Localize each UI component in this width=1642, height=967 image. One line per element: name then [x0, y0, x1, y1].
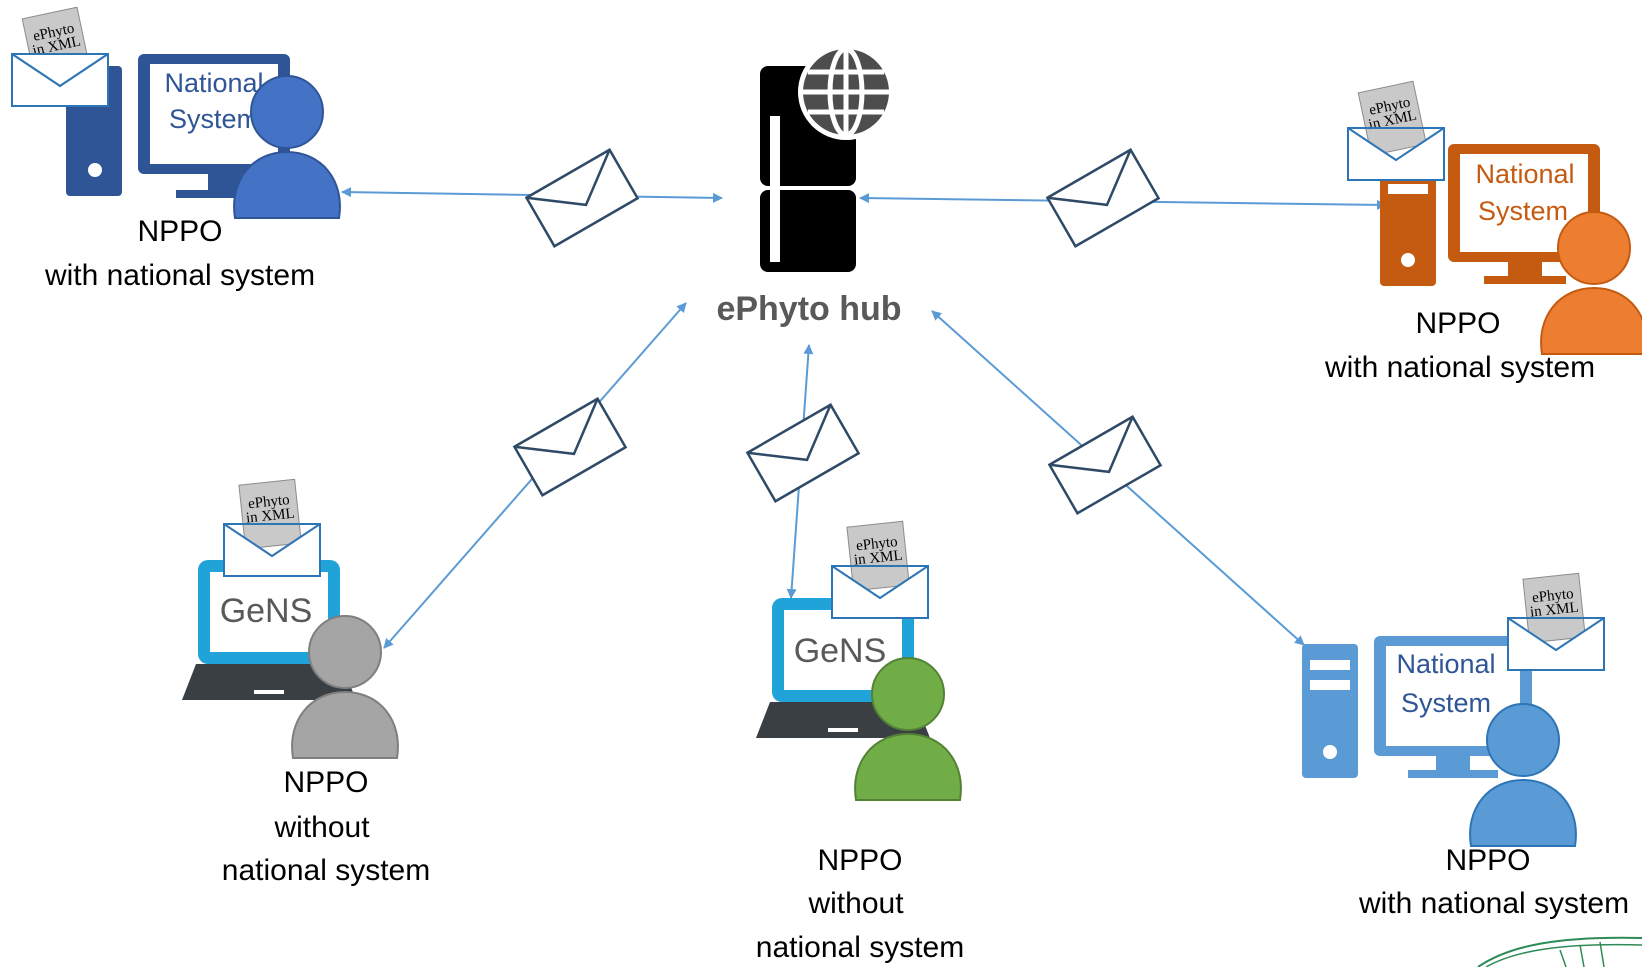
node-label: with national system — [1358, 887, 1629, 920]
screen-label: National — [1396, 649, 1495, 679]
envelope-icon — [1046, 148, 1160, 248]
node-label: national system — [222, 854, 430, 887]
ephyto-hub: ePhyto hub — [716, 44, 902, 328]
doc-label: in XML — [853, 548, 903, 569]
doc-label: ePhyto — [855, 534, 898, 554]
screen-label: GeNS — [794, 632, 887, 670]
node-label: NPPO — [137, 215, 222, 248]
node-label: NPPO — [1445, 844, 1530, 877]
ephyto-document-envelope: ePhyto in XML — [11, 6, 109, 107]
screen-label: System — [169, 104, 259, 134]
ephyto-document-envelope: ePhyto in XML — [223, 478, 321, 577]
node-bottom-center: GeNS ePhyto in XML NPPO without national… — [756, 520, 964, 964]
doc-label: in XML — [1529, 600, 1579, 621]
envelope-icon — [525, 148, 639, 248]
hub-label: ePhyto hub — [716, 290, 901, 328]
node-label: without — [807, 887, 904, 920]
doc-label: ePhyto — [247, 492, 290, 512]
screen-label: System — [1478, 196, 1568, 226]
globe-icon — [798, 44, 894, 140]
node-label: with national system — [44, 259, 315, 292]
logo-fragment — [1477, 936, 1642, 967]
node-top-right: National System ePhyto in XML NPPO with … — [1324, 80, 1642, 384]
node-bottom-left: GeNS ePhyto in XML NPPO without national… — [182, 478, 430, 887]
doc-label: ePhyto — [1531, 586, 1574, 606]
node-label: without — [273, 811, 370, 844]
node-top-left: National System ePhyto in XML NPPO with … — [11, 6, 341, 292]
node-label: NPPO — [817, 844, 902, 877]
node-label: NPPO — [1415, 307, 1500, 340]
node-label: NPPO — [283, 766, 368, 799]
node-bottom-right: National System ePhyto in XML NPPO with … — [1302, 572, 1629, 920]
laptop-icon: GeNS — [182, 560, 356, 700]
ephyto-document-envelope: ePhyto in XML — [1347, 80, 1445, 181]
ephyto-document-envelope: ePhyto in XML — [831, 520, 929, 619]
doc-label: in XML — [245, 506, 295, 527]
screen-label: National — [1475, 159, 1574, 189]
ephyto-document-envelope: ePhyto in XML — [1507, 572, 1605, 671]
node-label: with national system — [1324, 351, 1595, 384]
screen-label: National — [164, 68, 263, 98]
desktop-computer-icon: National System — [1380, 144, 1600, 286]
screen-label: GeNS — [220, 592, 313, 630]
node-label: national system — [756, 931, 964, 964]
screen-label: System — [1401, 688, 1491, 718]
envelope-icon — [746, 403, 860, 503]
